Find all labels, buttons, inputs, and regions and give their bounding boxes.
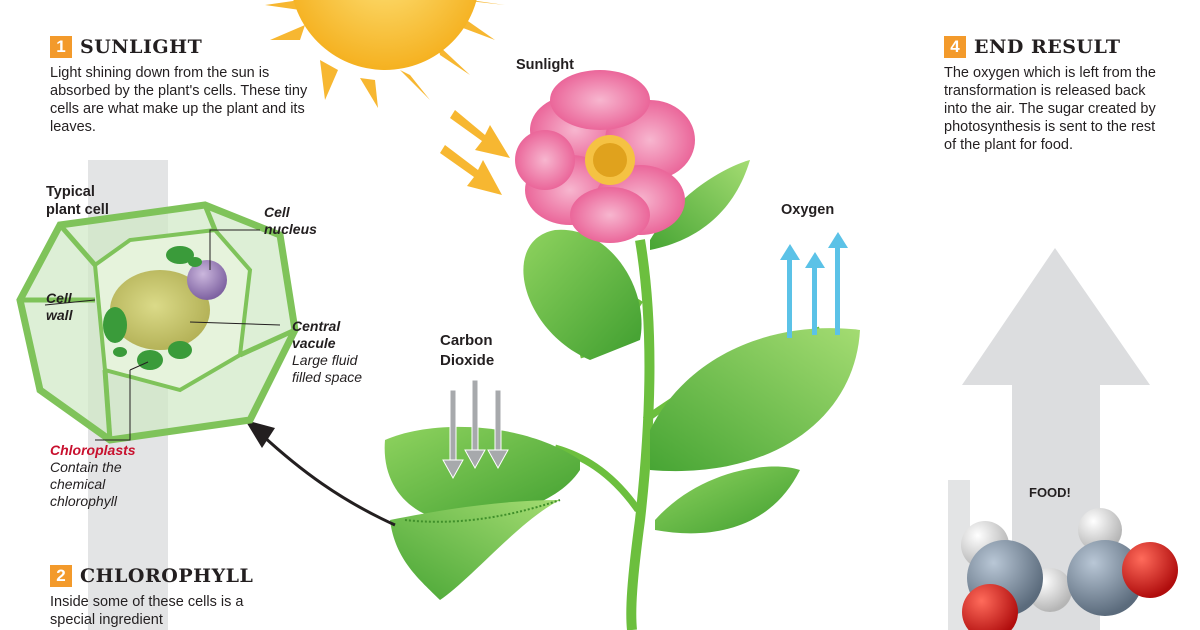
co2-arrows	[442, 379, 509, 480]
step-chlorophyll: 2 CHLOROPHYLL Inside some of these cells…	[50, 565, 330, 629]
label-cell-nucleus: Cell nucleus	[264, 204, 317, 237]
oxygen-arrows	[780, 232, 848, 338]
label-sunlight: Sunlight	[516, 57, 574, 73]
plant-cell-illustration	[16, 201, 299, 444]
step-title: END RESULT	[974, 36, 1121, 58]
step-end-result-header: 4 END RESULT	[944, 36, 1184, 58]
step-number-badge: 1	[50, 36, 72, 58]
step-end-result: 4 END RESULT The oxygen which is left fr…	[944, 36, 1184, 154]
sun	[265, 0, 505, 108]
step-description: Inside some of these cells is a special …	[50, 594, 244, 628]
sugar-molecule	[961, 508, 1178, 630]
stem	[626, 239, 655, 630]
step-title: CHLOROPHYLL	[80, 565, 254, 587]
step-sunlight-header: 1 SUNLIGHT	[50, 36, 330, 58]
leaf-curl	[390, 500, 560, 600]
step-title: SUNLIGHT	[80, 36, 203, 58]
flower	[515, 70, 695, 243]
label-cell-wall: Cell wall	[46, 290, 73, 323]
step-description: The oxygen which is left from the transf…	[944, 65, 1156, 153]
step-sunlight: 1 SUNLIGHT Light shining down from the s…	[50, 36, 330, 136]
step-description: Light shining down from the sun is absor…	[50, 65, 308, 135]
sunlight-arrows	[440, 110, 510, 195]
leaf-right	[650, 328, 860, 472]
leaf-lower-right	[655, 466, 800, 534]
leaf-top-right	[650, 160, 750, 250]
leaf-main-left	[384, 426, 580, 522]
label-oxygen: Oxygen	[781, 202, 835, 218]
step-number-badge: 2	[50, 565, 72, 587]
label-food: FOOD!	[1029, 485, 1071, 500]
label-chloroplasts: Chloroplasts Contain the chemical chloro…	[50, 442, 136, 509]
label-carbon-dioxide: Carbon Dioxide	[440, 332, 495, 369]
food-up-arrow	[962, 248, 1150, 630]
leaf-upper-left	[523, 229, 642, 360]
cell-pointer-arrow	[260, 433, 396, 527]
label-central-vacuole: Central vacule Large fluid filled space	[292, 318, 363, 385]
step-number-badge: 4	[944, 36, 966, 58]
side-bar-right	[948, 480, 970, 630]
cell-heading: Typical plant cell	[46, 184, 109, 218]
step-chlorophyll-header: 2 CHLOROPHYLL	[50, 565, 330, 587]
